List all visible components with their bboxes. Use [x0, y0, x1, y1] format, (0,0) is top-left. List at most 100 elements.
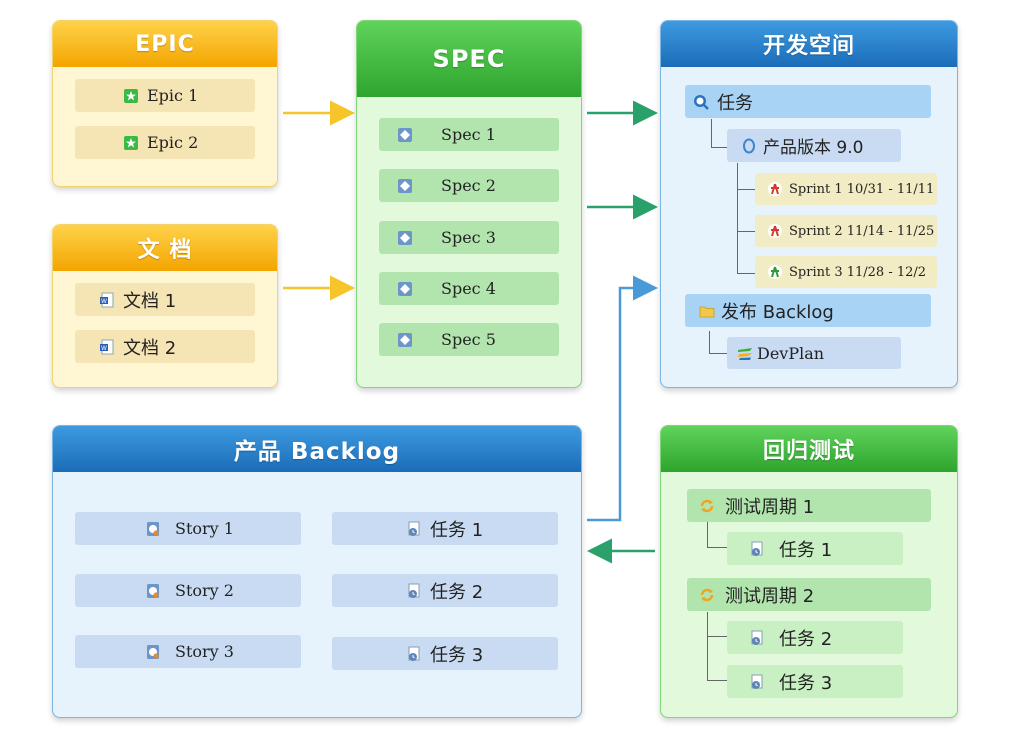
sprint-label: Sprint 3 11/28 - 12/2: [789, 264, 927, 280]
spec-item[interactable]: Spec 4: [379, 272, 559, 305]
devspace-title: 开发空间: [661, 21, 957, 67]
docs-title: 文 档: [53, 225, 277, 271]
backlog-title: 产品 Backlog: [53, 426, 581, 472]
regression-panel: 回归测试 测试周期 1 任务 1 测试周期 2 任务 2 任务 3: [660, 425, 958, 718]
sprint-item[interactable]: Sprint 1 10/31 - 11/11: [755, 173, 937, 205]
story-icon: [145, 644, 161, 660]
spec-item[interactable]: Spec 5: [379, 323, 559, 356]
test-cycle-item[interactable]: 测试周期 1: [687, 489, 931, 522]
task-root-label: 任务: [717, 92, 753, 114]
circle-icon: [741, 138, 757, 154]
diamond-doc-icon: [397, 332, 413, 348]
clock-doc-icon: [406, 583, 422, 599]
epic-item-label: Epic 2: [147, 133, 199, 152]
test-task-label: 任务 2: [779, 628, 833, 650]
svg-text:W: W: [101, 298, 107, 305]
task-root-item[interactable]: 任务: [685, 85, 931, 118]
spec-panel: SPEC Spec 1 Spec 2 Spec 3 Spec 4 Spec 5: [356, 20, 582, 388]
folder-icon: [699, 303, 715, 319]
epic-panel: EPIC Epic 1 Epic 2: [52, 20, 278, 187]
version-item[interactable]: 产品版本 9.0: [727, 129, 901, 162]
spec-item[interactable]: Spec 2: [379, 169, 559, 202]
clock-doc-icon: [406, 521, 422, 537]
docs-panel: 文 档 W 文档 1 W 文档 2: [52, 224, 278, 388]
diamond-doc-icon: [397, 178, 413, 194]
diamond-doc-icon: [397, 281, 413, 297]
doc-item-label: 文档 2: [123, 337, 177, 359]
runner-icon: [767, 223, 783, 239]
clock-doc-icon: [749, 674, 765, 690]
sprint-label: Sprint 1 10/31 - 11/11: [789, 181, 935, 197]
arrow-backlog-to-dev: [587, 275, 658, 522]
task-item[interactable]: 任务 1: [332, 512, 558, 545]
devplan-label: DevPlan: [757, 343, 825, 363]
devplan-logo-icon: [737, 345, 753, 361]
story-label: Story 2: [175, 581, 234, 600]
task-label: 任务 2: [430, 581, 484, 603]
test-task-item[interactable]: 任务 1: [727, 532, 903, 565]
epic-title: EPIC: [53, 21, 277, 67]
star-icon: [123, 88, 139, 104]
story-label: Story 3: [175, 642, 234, 661]
story-item[interactable]: Story 1: [75, 512, 301, 545]
word-doc-icon: W: [99, 339, 115, 355]
star-icon: [123, 135, 139, 151]
tree-line: [737, 201, 756, 274]
devspace-panel: 开发空间 任务 产品版本 9.0 Sprint 1 10/31 - 11/11 …: [660, 20, 958, 388]
test-cycle-label: 测试周期 1: [725, 496, 815, 518]
test-task-item[interactable]: 任务 2: [727, 621, 903, 654]
tree-line: [711, 119, 728, 148]
diamond-doc-icon: [397, 230, 413, 246]
devplan-item[interactable]: DevPlan: [727, 337, 901, 369]
spec-item-label: Spec 5: [441, 330, 496, 349]
search-icon: [693, 94, 709, 110]
task-item[interactable]: 任务 3: [332, 637, 558, 670]
spec-title: SPEC: [357, 21, 581, 97]
backlog-panel: 产品 Backlog Story 1 Story 2 Story 3 任务 1 …: [52, 425, 582, 718]
epic-item[interactable]: Epic 1: [75, 79, 255, 112]
epic-item-label: Epic 1: [147, 86, 199, 105]
diamond-doc-icon: [397, 127, 413, 143]
tree-line: [709, 331, 728, 354]
sprint-item[interactable]: Sprint 2 11/14 - 11/25: [755, 215, 937, 247]
doc-item[interactable]: W 文档 1: [75, 283, 255, 316]
runner-icon: [767, 181, 783, 197]
tree-line: [707, 522, 728, 548]
word-doc-icon: W: [99, 292, 115, 308]
runner-icon: [767, 264, 783, 280]
refresh-icon: [699, 498, 715, 514]
story-item[interactable]: Story 2: [75, 574, 301, 607]
doc-item-label: 文档 1: [123, 290, 177, 312]
spec-item[interactable]: Spec 3: [379, 221, 559, 254]
sprint-item[interactable]: Sprint 3 11/28 - 12/2: [755, 256, 937, 288]
refresh-icon: [699, 587, 715, 603]
version-label: 产品版本 9.0: [763, 138, 864, 158]
regression-title: 回归测试: [661, 426, 957, 472]
doc-item[interactable]: W 文档 2: [75, 330, 255, 363]
story-label: Story 1: [175, 519, 234, 538]
epic-item[interactable]: Epic 2: [75, 126, 255, 159]
clock-doc-icon: [749, 630, 765, 646]
release-label: 发布 Backlog: [721, 301, 834, 323]
task-label: 任务 1: [430, 519, 484, 541]
test-task-label: 任务 1: [779, 539, 833, 561]
test-cycle-label: 测试周期 2: [725, 585, 815, 607]
spec-item[interactable]: Spec 1: [379, 118, 559, 151]
test-cycle-item[interactable]: 测试周期 2: [687, 578, 931, 611]
release-item[interactable]: 发布 Backlog: [685, 294, 931, 327]
test-task-label: 任务 3: [779, 672, 833, 694]
spec-item-label: Spec 4: [441, 279, 496, 298]
task-item[interactable]: 任务 2: [332, 574, 558, 607]
spec-item-label: Spec 2: [441, 176, 496, 195]
test-task-item[interactable]: 任务 3: [727, 665, 903, 698]
story-item[interactable]: Story 3: [75, 635, 301, 668]
svg-text:W: W: [101, 345, 107, 352]
spec-item-label: Spec 3: [441, 228, 496, 247]
clock-doc-icon: [749, 541, 765, 557]
tree-line: [707, 612, 728, 681]
sprint-label: Sprint 2 11/14 - 11/25: [789, 223, 935, 239]
clock-doc-icon: [406, 646, 422, 662]
story-icon: [145, 583, 161, 599]
spec-item-label: Spec 1: [441, 125, 496, 144]
